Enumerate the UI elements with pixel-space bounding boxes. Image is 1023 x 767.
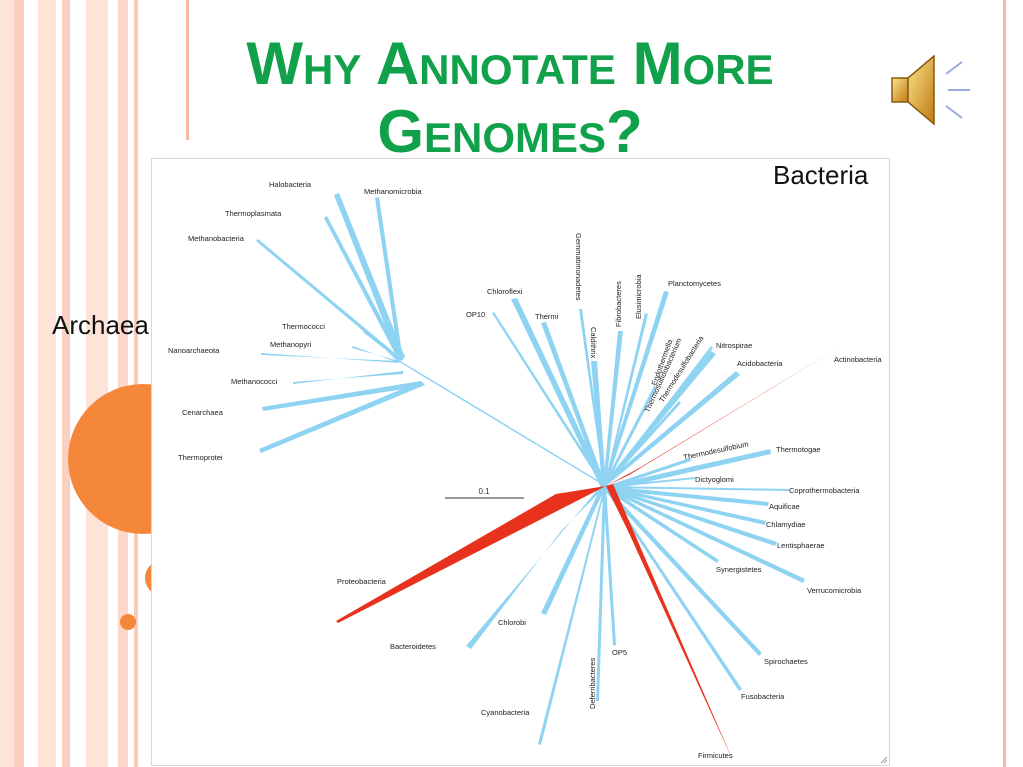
taxon-label: Proteobacteria [337, 577, 387, 586]
scale-bar-label: 0.1 [478, 487, 490, 496]
branch-coprothermobacteria [606, 486, 789, 491]
taxon-label: Nanoarchaeota [168, 346, 220, 355]
decor-stripe [0, 0, 14, 767]
branch-proteobacteria [336, 486, 606, 623]
taxon-label: Deferribacteres [588, 657, 597, 709]
taxon-label: Bacteroidetes [390, 642, 436, 651]
branch-aquificae [606, 486, 769, 506]
decor-stripe [134, 0, 138, 767]
taxon-label: Chloroflexi [487, 287, 523, 296]
taxon-label: Planctomycetes [668, 279, 721, 288]
taxon-label: Verrucomicrobia [807, 586, 862, 595]
branch-endothermella [604, 386, 657, 486]
taxon-label: Elusimicrobia [634, 274, 643, 319]
branch-planctomycetes [603, 291, 669, 486]
branch-thermi [541, 322, 606, 487]
bacteria-clade [336, 291, 841, 763]
branch-spirochaetes [604, 486, 762, 656]
phylogenetic-tree: 0.1 Halobacteria Methanomicrobia Thermop… [168, 180, 888, 764]
taxon-label: Methanopyri [270, 340, 312, 349]
speaker-icon[interactable] [888, 44, 978, 134]
branch-methanomicrobia [375, 197, 403, 361]
taxon-label: OP10 [466, 310, 485, 319]
taxon-label: Chlorobi [498, 618, 526, 627]
title-line-1: Why Annotate More [246, 30, 774, 97]
decor-stripe [62, 0, 70, 767]
branch-elusimicrobia [604, 313, 648, 486]
branch-fibrobacteres [603, 331, 623, 486]
taxon-label: Fibrobacteres [614, 281, 623, 327]
taxon-label: Chlamydiae [766, 520, 806, 529]
archaea-clade [256, 193, 607, 487]
branch-op10 [492, 312, 606, 488]
resize-grip-icon [880, 756, 888, 764]
taxon-label: Thermi [535, 312, 559, 321]
branch-verrucomicrobia [605, 486, 805, 583]
taxon-label: Thermococci [282, 322, 325, 331]
branch-op5 [603, 486, 616, 646]
decor-stripe [186, 0, 189, 140]
taxon-label: Synergistetes [716, 565, 762, 574]
branch-chlamydiae [606, 486, 766, 525]
branch-lentisphaerae [605, 486, 777, 546]
taxon-label: Halobacteria [269, 180, 312, 189]
branch-synergistetes [604, 486, 719, 563]
taxon-label: Thermotogae [776, 445, 821, 454]
taxon-label: Nitrospirae [716, 341, 752, 350]
taxon-label: Cenarchaea [182, 408, 224, 417]
taxon-label: Spirochaetes [764, 657, 808, 666]
decor-stripe [118, 0, 128, 767]
branch-nanoarchaeota [261, 353, 399, 363]
taxon-label: Dictyoglomi [695, 475, 734, 484]
branch-thermotogae [606, 449, 771, 491]
decor-stripe [1003, 0, 1006, 767]
taxon-label: Fusobacteria [741, 692, 785, 701]
branch-caldithrix [591, 361, 606, 486]
taxon-label: Methanococci [231, 377, 278, 386]
taxon-label: Caldithrix [589, 327, 598, 359]
label-bacteria: Bacteria [773, 160, 869, 190]
branch-chloroflexi [511, 298, 606, 488]
branch-methanopyri [352, 346, 399, 363]
taxon-label: Firmicutes [698, 751, 733, 760]
branch-dictyoglomi [606, 477, 695, 488]
taxon-label: Actinobacteria [834, 355, 882, 364]
archaea-stem [398, 360, 607, 487]
taxon-label: Gemmatimonadetes [574, 233, 583, 301]
branch-nitrospirae [604, 351, 716, 486]
taxon-label: Methanomicrobia [364, 187, 422, 196]
branch-cyanobacteria [538, 486, 606, 745]
branch-acidobacteria [604, 371, 740, 486]
slide-title: Why Annotate More Genomes? [150, 30, 870, 166]
branch-fusobacteria [605, 486, 742, 691]
branch-methanobacteria [256, 239, 402, 361]
taxon-label: Aquificae [769, 502, 800, 511]
branch-thermococci [363, 330, 399, 363]
branch-chlorobi [541, 486, 606, 615]
taxon-label: Thermoplasmata [225, 209, 282, 218]
taxon-label: Coprothermobacteria [789, 486, 860, 495]
branch-deferribacteres [596, 486, 606, 701]
taxon-label: OP5 [612, 648, 627, 657]
phylogenetic-tree-panel: 0.1 Halobacteria Methanomicrobia Thermop… [151, 158, 890, 766]
taxon-label: Methanobacteria [188, 234, 245, 243]
branch-methanococci [293, 371, 403, 384]
taxon-label: Cyanobacteria [481, 708, 530, 717]
branch-thermoprotei [259, 381, 425, 453]
branch-firmicutes [606, 484, 734, 763]
branch-cenarchaea [262, 381, 423, 411]
taxon-label: Acidobacteria [737, 359, 783, 368]
branch-thermoplasmata [324, 216, 402, 361]
branch-halobacteria [334, 193, 405, 361]
label-archaea: Archaea [52, 310, 149, 340]
taxon-label: Lentisphaerae [777, 541, 825, 550]
decor-stripe [14, 0, 24, 767]
branch-bacteroidetes [466, 486, 606, 649]
decor-stripe [86, 0, 108, 767]
decor-dot [120, 614, 136, 630]
title-line-2: Genomes? [377, 98, 643, 165]
taxon-label: Thermoprotei [178, 453, 223, 462]
decor-stripe [38, 0, 56, 767]
